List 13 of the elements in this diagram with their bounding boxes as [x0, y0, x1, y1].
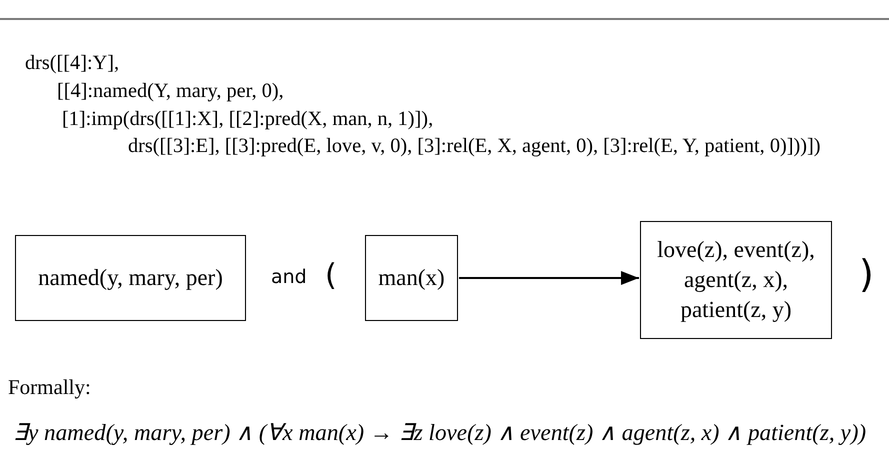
arrow: [459, 271, 639, 285]
logic-formula: ∃y named(y, mary, per) ∧ (∀x man(x) → ∃z love(z) ∧ event(z) ∧ agent(z, x) ∧ patient(z, y)): [12, 419, 868, 448]
close-parenthesis: ): [859, 251, 874, 298]
drs-box: love(z), event(z), agent(z, x), patient(z, y): [640, 221, 832, 339]
section-label: Formally:: [8, 374, 91, 400]
code-line: [[4]:named(Y, mary, per, 0),: [57, 79, 284, 104]
code-line: [1]:imp(drs([[1]:X], [[2]:pred(X, man, n, 1)]),: [62, 107, 434, 132]
code-line: drs([[3]:E], [[3]:pred(E, love, v, 0), [3]:rel(E, X, agent, 0), [3]:rel(E, Y, patient, 0)]))]): [128, 134, 820, 159]
drs-box: named(y, mary, per): [15, 235, 246, 321]
open-parenthesis: (: [325, 257, 337, 295]
code-line: drs([[4]:Y],: [25, 51, 120, 76]
conjunction-text: and: [271, 265, 307, 289]
drs-box: man(x): [365, 235, 458, 321]
